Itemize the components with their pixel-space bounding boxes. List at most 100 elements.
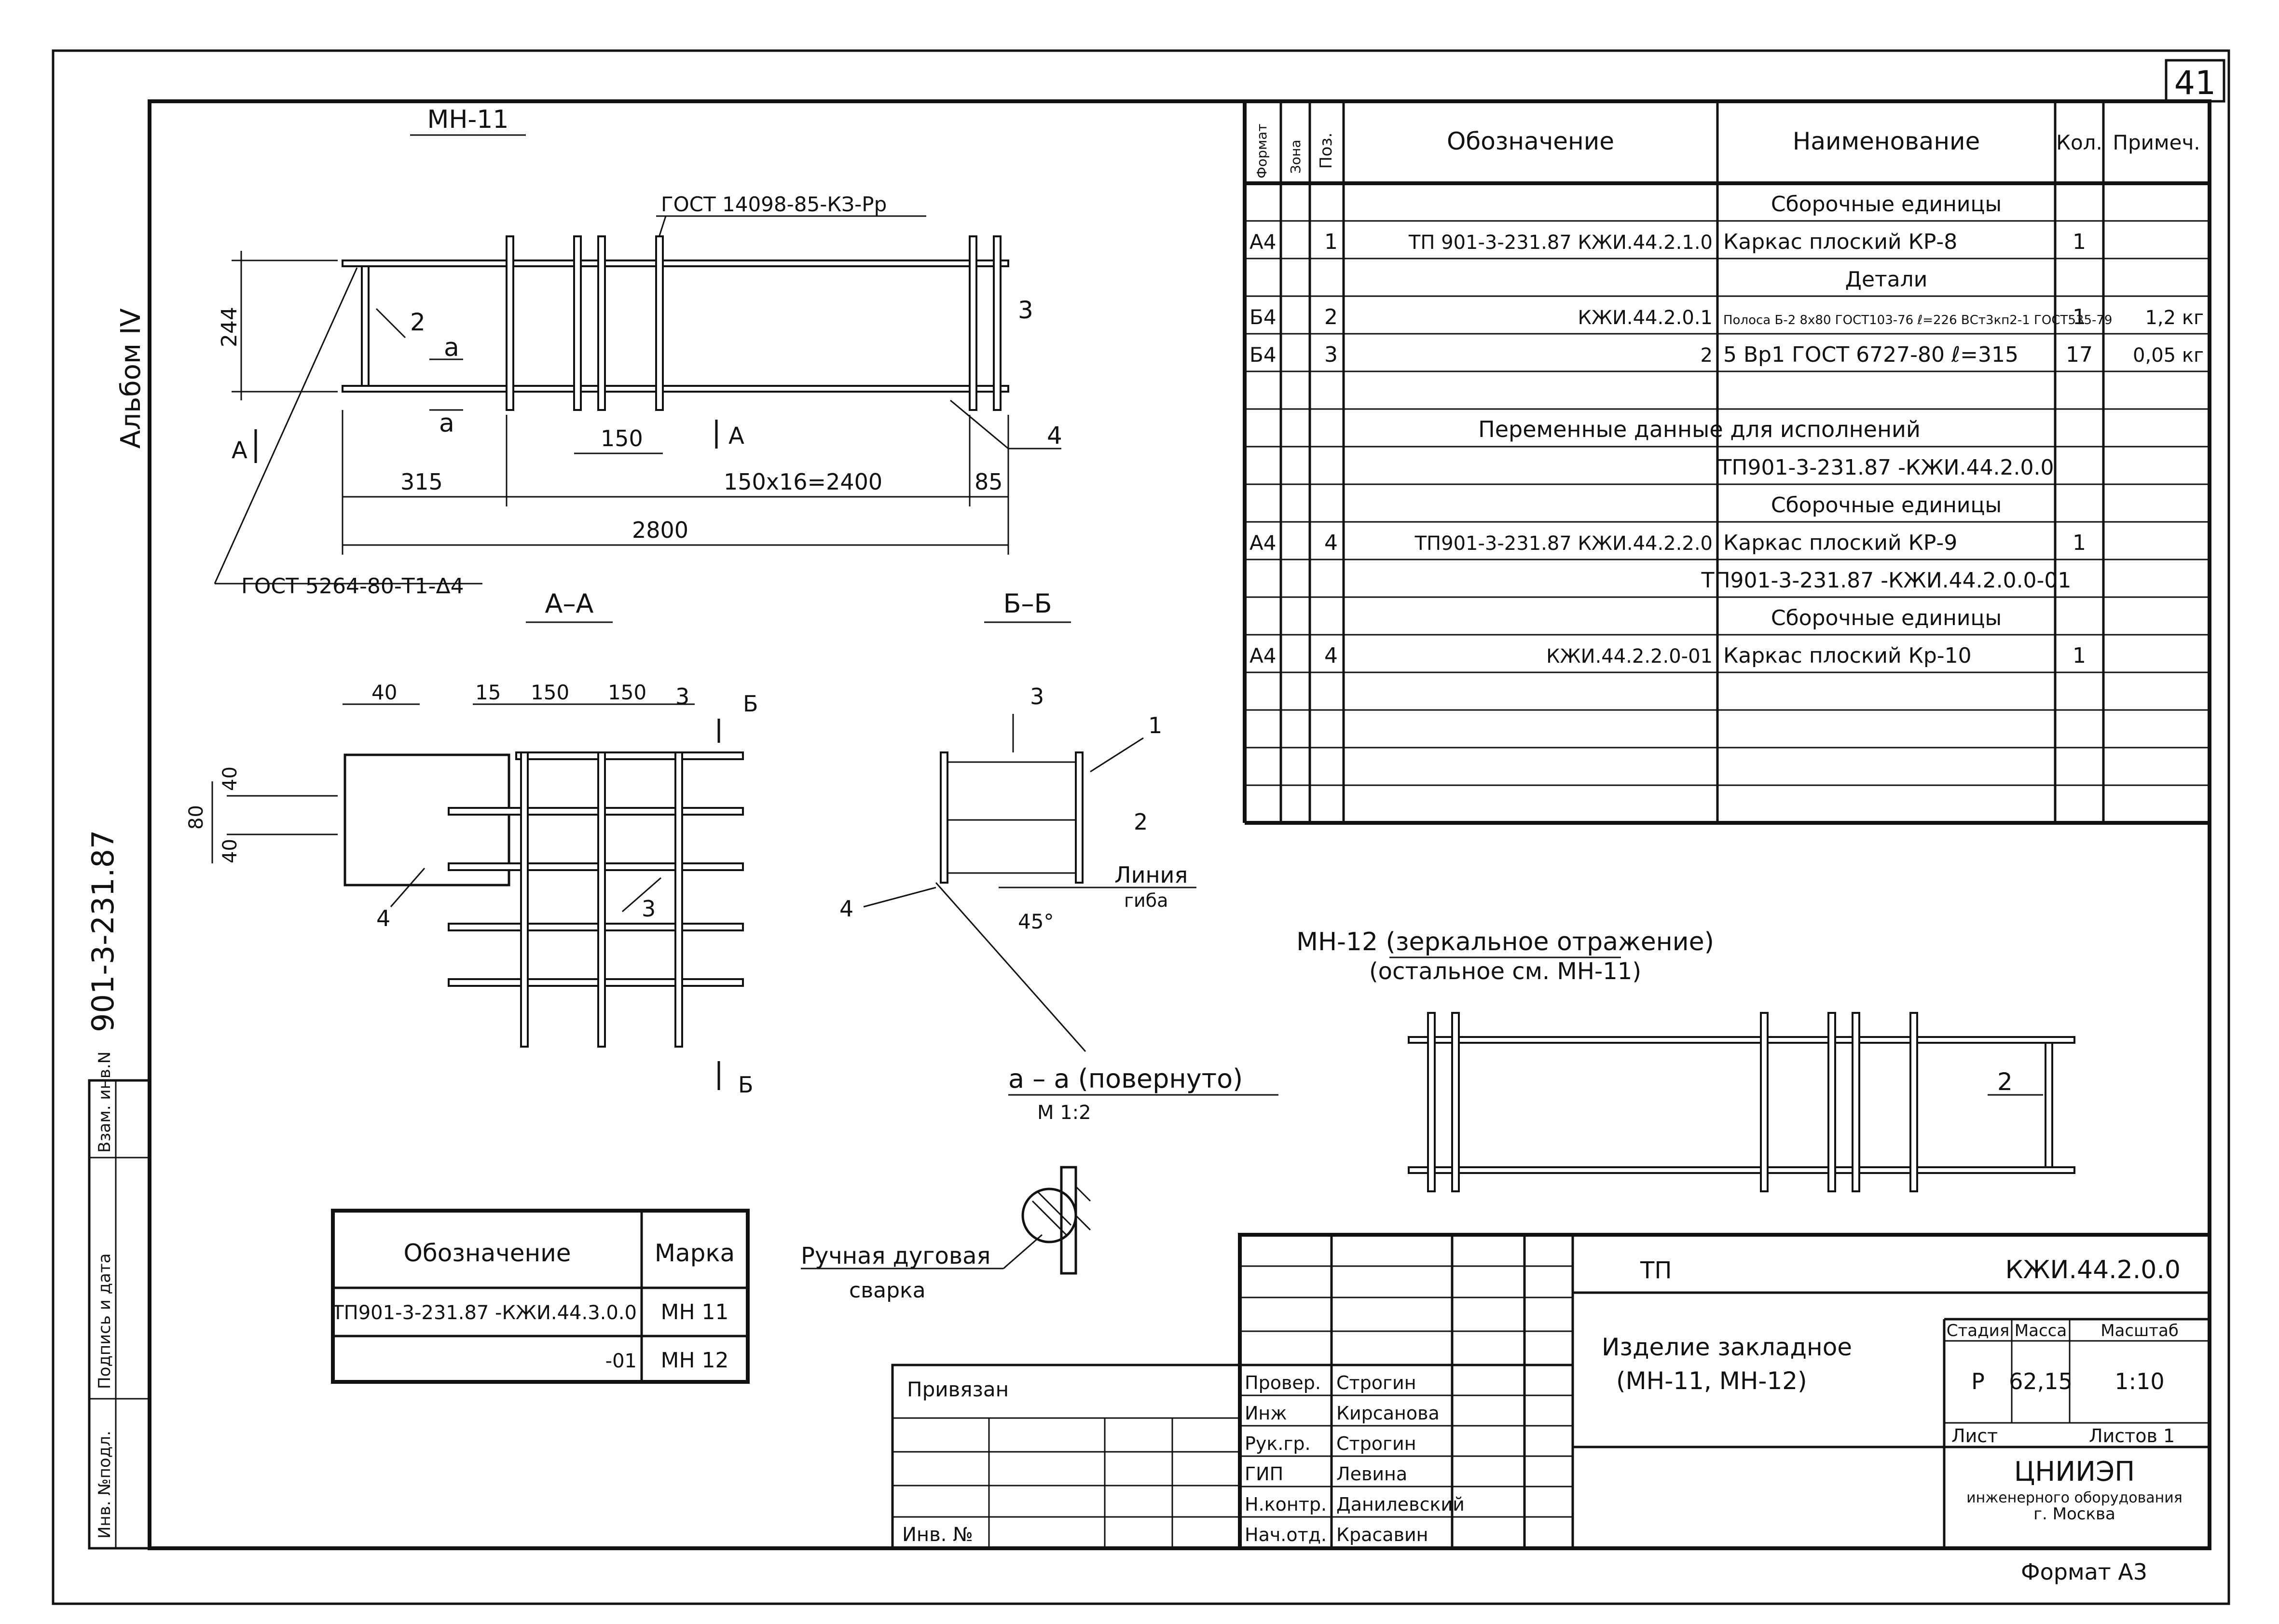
spec-row-name: Каркас плоский КР-8: [1723, 230, 1957, 254]
staff-role: Н.контр.: [1245, 1494, 1327, 1515]
tb-format: Формат А3: [2021, 1559, 2147, 1585]
staff-name: Данилевский: [1336, 1494, 1465, 1515]
stamp-inv-label: Инв. №подл.: [95, 1431, 114, 1539]
section-bb-view: Б–Б 3 1 2 4 Линия гиба 45° а – а (поверн…: [839, 588, 1278, 1124]
staff-role: Провер.: [1245, 1372, 1321, 1393]
sheet-number-box: [2165, 59, 2225, 103]
tb-sheet-label: Лист: [1951, 1425, 1998, 1447]
spec-row-designation: КЖИ.44.2.0.1: [1578, 307, 1713, 329]
staff-name: Строгин: [1336, 1433, 1416, 1454]
mark-row-1-des: ТП901-3-231.87 -КЖИ.44.3.0.0: [331, 1302, 637, 1324]
sheet-number: 41: [2174, 64, 2216, 102]
sec-dim-40-a: 40: [219, 766, 241, 791]
spec-row-designation: КЖИ.44.2.2.0-01: [1546, 645, 1713, 668]
spec-row-span-title: Переменные данные для исполнений: [1478, 416, 1921, 442]
staff-name: Левина: [1336, 1463, 1407, 1485]
spec-header-zone: Зона: [1288, 139, 1304, 174]
dim-315: 315: [400, 469, 443, 495]
mark-row-1-mark: МН 11: [660, 1300, 728, 1324]
mark-row-2-des: -01: [605, 1350, 637, 1372]
spec-header-qty: Кол.: [2056, 131, 2102, 154]
spec-row-pos: 3: [1324, 342, 1338, 367]
staff-name: Строгин: [1336, 1372, 1416, 1393]
staff-role: Рук.гр.: [1245, 1433, 1311, 1454]
section-aa-view: А–А 40 15 150 150 3 Б Б 40 80 40 4 3: [185, 588, 758, 1098]
tb-mass-label: Масса: [2015, 1321, 2067, 1340]
weld-label-2: сварка: [849, 1278, 926, 1303]
tb-name-1: Изделие закладное: [1602, 1333, 1852, 1361]
mn12-title: МН-12 (зеркальное отражение): [1296, 928, 1714, 956]
mn12-view: МН-12 (зеркальное отражение) (остальное …: [1296, 928, 2075, 1192]
sec-dim-150-b: 150: [608, 681, 646, 704]
weld-label-1: Ручная дуговая: [801, 1242, 990, 1269]
tb-mass: 62,15: [2009, 1368, 2073, 1394]
tb-code: КЖИ.44.2.0.0: [2005, 1256, 2181, 1284]
cut-A-left: А: [232, 437, 247, 464]
spec-row-qty: 1: [2073, 531, 2086, 555]
spec-row-format: Б4: [1249, 343, 1277, 367]
pos-2-bb: 2: [1134, 809, 1148, 835]
spec-header-note: Примеч.: [2113, 131, 2200, 154]
section-aa-title: А–А: [545, 588, 594, 619]
sec-dim-15: 15: [475, 681, 501, 704]
pos-3-sec-b: 3: [642, 896, 656, 922]
spec-row-name: 5 Вр1 ГОСТ 6727-80 ℓ=315: [1723, 342, 2018, 367]
spec-row-section-title: Сборочные единицы: [1771, 493, 2002, 518]
staff-name: Красавин: [1336, 1524, 1428, 1545]
sec-dim-80: 80: [185, 805, 207, 830]
dim-85: 85: [975, 469, 1003, 495]
weld-detail: Ручная дуговая сварка: [801, 1166, 1091, 1303]
tb-name-2: (МН-11, МН-12): [1616, 1367, 1807, 1395]
pos-4-callout: 4: [1047, 422, 1062, 450]
pos-4-sec: 4: [376, 905, 390, 931]
spec-row-section-title: Сборочные единицы: [1771, 606, 2002, 630]
bend-line-2: гиба: [1124, 890, 1168, 911]
cut-A-right: А: [728, 423, 744, 450]
mark-table: Обозначение Марка ТП901-3-231.87 -КЖИ.44…: [331, 1209, 750, 1384]
section-bb-title: Б–Б: [1003, 588, 1052, 619]
spec-row-section-title: Детали: [1845, 267, 1928, 292]
mn11-plan-view: МН-11 ГОСТ 14098-85-КЗ-Рр 244 а а А А 2: [214, 105, 1062, 599]
gost-bottom-label: ГОСТ 5264-80-Т1-Δ4: [241, 574, 464, 599]
privyazan-label: Привязан: [907, 1378, 1009, 1401]
spec-row-name: Каркас плоский Кр-10: [1723, 643, 1972, 668]
sec-dim-40-b: 40: [219, 839, 241, 863]
outer-frame: [52, 49, 2230, 1605]
dim-244: 244: [217, 307, 242, 347]
tb-tp: ТП: [1640, 1257, 1672, 1284]
tb-stage: Р: [1971, 1368, 1985, 1394]
mark-header-des: Обозначение: [404, 1239, 571, 1267]
spec-row-section-title: Сборочные единицы: [1771, 192, 2002, 217]
cut-b-bottom: Б: [738, 1072, 754, 1098]
spec-row-format: А4: [1249, 531, 1276, 555]
spec-row-format: А4: [1249, 230, 1276, 254]
spec-row-qty: 1: [2073, 305, 2086, 329]
tb-org-3: г. Москва: [2033, 1504, 2115, 1524]
spec-row-designation: ТП 901-3-231.87 КЖИ.44.2.1.0: [1408, 232, 1713, 254]
spec-row-qty: 1: [2073, 230, 2086, 254]
dim-150x16: 150х16=2400: [724, 469, 882, 495]
spec-row-qty: 17: [2066, 342, 2093, 367]
aa-scale: М 1:2: [1037, 1102, 1091, 1124]
bend-angle: 45°: [1018, 910, 1054, 933]
spec-header-pos: Поз.: [1317, 133, 1336, 169]
spec-row-designation: 2: [1701, 344, 1713, 367]
spec-row-format: Б4: [1249, 305, 1277, 329]
album-label: Альбом IV: [115, 308, 147, 449]
staff-name: Кирсанова: [1336, 1403, 1440, 1424]
spec-row-note: 0,05 кг: [2133, 344, 2204, 367]
staff-role: Инж: [1245, 1403, 1287, 1424]
bend-line-1: Линия: [1114, 862, 1188, 888]
left-stamp: Инв. №подл. Подпись и дата Взам. инв.N: [88, 1051, 151, 1550]
tb-org-1: ЦНИИЭП: [2014, 1456, 2135, 1488]
inv-no-label: Инв. №: [902, 1524, 973, 1546]
series-label: 901-3-231.87: [85, 830, 121, 1032]
sec-dim-150-a: 150: [531, 681, 569, 704]
staff-role: Нач.отд.: [1245, 1524, 1327, 1545]
cut-b-top: Б: [743, 691, 758, 717]
gost-top-label: ГОСТ 14098-85-КЗ-Рр: [661, 192, 887, 216]
mn12-subtitle: (остальное см. МН-11): [1369, 958, 1641, 985]
